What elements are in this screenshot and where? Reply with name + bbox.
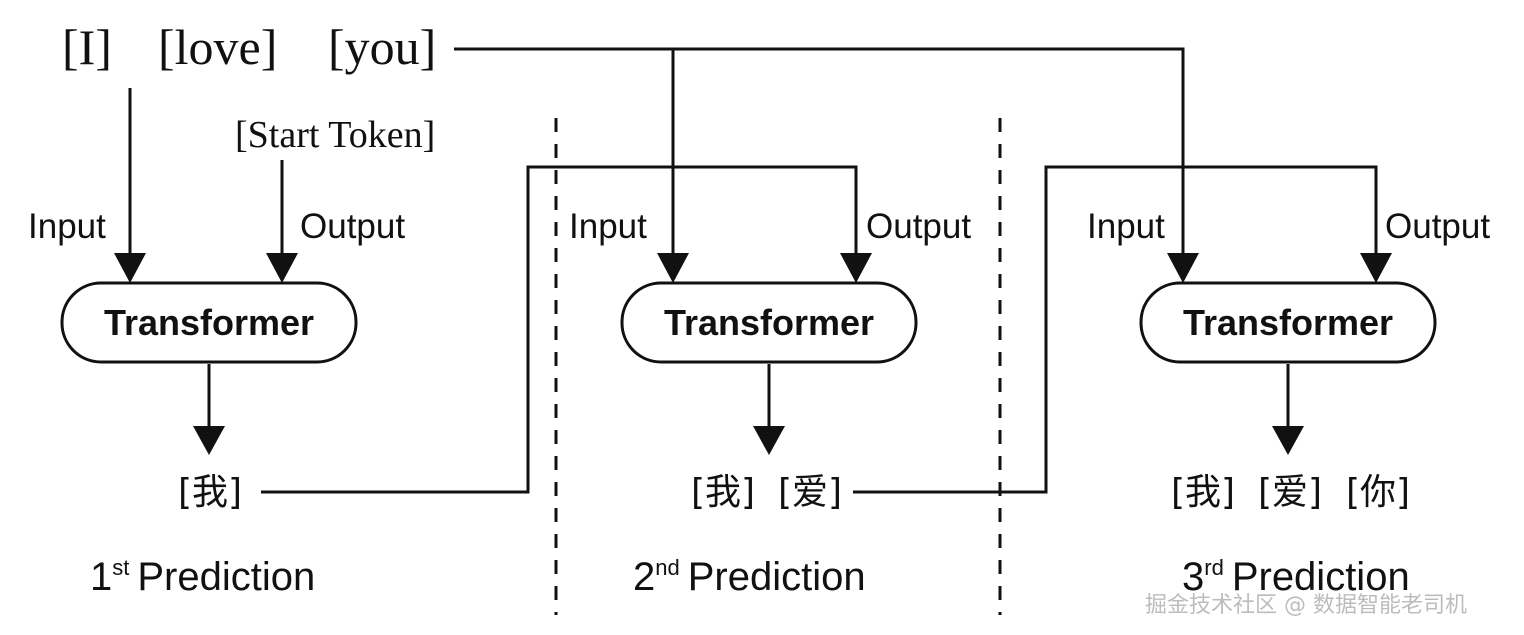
prediction-caption-1: 1st Prediction (90, 555, 315, 599)
prediction-caption-2-suffix: nd (655, 555, 679, 580)
prediction-caption-3-number: 3 (1182, 555, 1204, 599)
prediction-3-token-1: [我] (1171, 472, 1235, 513)
prediction-3-token-2: [爱] (1258, 472, 1322, 513)
prediction-caption-1-text: Prediction (137, 555, 315, 599)
step3-output-label: Output (1385, 207, 1490, 246)
step1-result-arrowhead (193, 426, 225, 455)
source-to-step2-input (454, 47, 1185, 253)
transformer-label-3: Transformer (1183, 302, 1393, 343)
step3-result-arrowhead (1272, 426, 1304, 455)
prediction-3-token-3: [你] (1346, 472, 1410, 513)
step3-input-arrowhead (1167, 253, 1199, 283)
transformer-box-1: Transformer (60, 281, 358, 364)
source-token-you: [you] (328, 19, 436, 75)
prediction-caption-2: 2nd Prediction (633, 555, 866, 599)
transformer-box-2: Transformer (620, 281, 918, 364)
prediction-caption-3-suffix: rd (1204, 555, 1224, 580)
step1-output-arrowhead (266, 253, 298, 283)
prediction2-to-step3-output (853, 165, 1378, 494)
step3-output-arrowhead (1360, 253, 1392, 283)
prediction-caption-1-number: 1 (90, 555, 112, 599)
watermark-text: 掘金技术社区 @ 数据智能老司机 (1145, 593, 1467, 618)
source-token-love: [love] (158, 19, 277, 75)
prediction-caption-2-number: 2 (633, 555, 655, 599)
prediction-2-token-1: [我] (691, 472, 755, 513)
step1-input-arrowhead (114, 253, 146, 283)
step1-input-label: Input (28, 207, 106, 246)
start-token: [Start Token] (235, 114, 435, 156)
step1-output-label: Output (300, 207, 405, 246)
step2-input-label: Input (569, 207, 647, 246)
transformer-box-3: Transformer (1139, 281, 1437, 364)
step2-output-arrowhead (840, 253, 872, 283)
step2-input-arrowhead (657, 253, 689, 283)
prediction-caption-1-suffix: st (112, 555, 129, 580)
prediction-caption-3: 3rd Prediction (1182, 555, 1410, 599)
prediction-caption-3-text: Prediction (1232, 555, 1410, 599)
prediction-2-token-2: [爱] (778, 472, 842, 513)
transformer-label-1: Transformer (104, 302, 314, 343)
source-token-i: [I] (62, 19, 112, 75)
prediction-caption-2-text: Prediction (688, 555, 866, 599)
step2-result-arrowhead (753, 426, 785, 455)
transformer-label-2: Transformer (664, 302, 874, 343)
step3-input-label: Input (1087, 207, 1165, 246)
step2-output-label: Output (866, 207, 971, 246)
prediction-1-token-1: [我] (178, 472, 242, 513)
prediction1-to-step2-output (261, 165, 858, 494)
